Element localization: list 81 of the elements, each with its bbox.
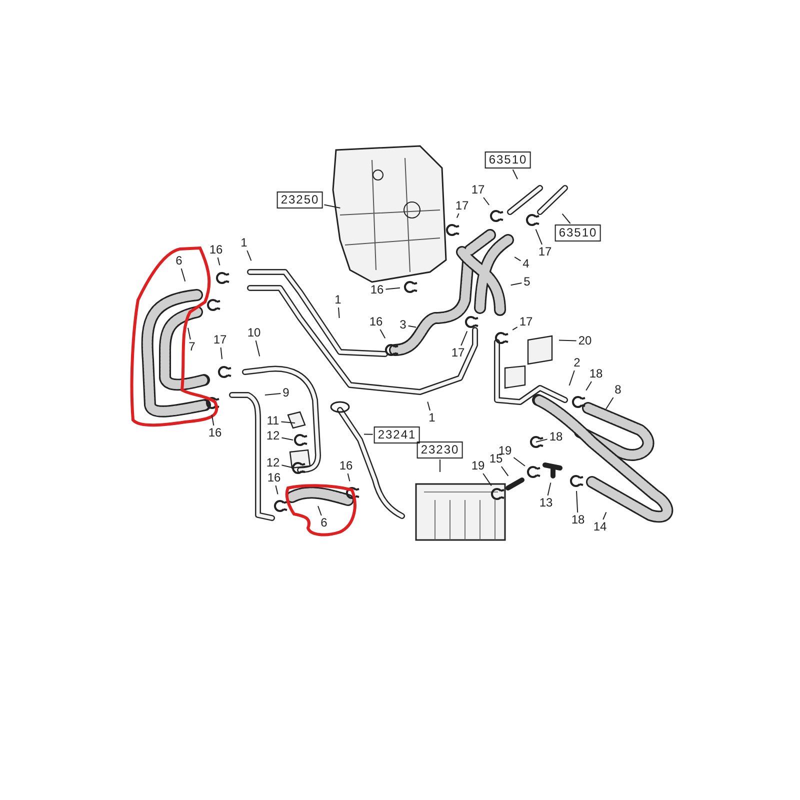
leader-line — [568, 370, 575, 386]
leader-line — [264, 393, 282, 396]
callout-number: 3 — [398, 318, 408, 332]
leader-line — [547, 482, 552, 496]
leader-line — [483, 197, 490, 206]
leader-line — [246, 250, 252, 262]
callout-number: 17 — [537, 246, 553, 258]
leader-line — [535, 228, 542, 245]
callout-number: 18 — [588, 368, 604, 380]
leader-line — [482, 473, 492, 486]
callout-number: 16 — [369, 284, 385, 296]
callout-number: 14 — [592, 520, 608, 534]
leader-line — [512, 326, 518, 330]
leader-line — [211, 414, 214, 426]
callout-number: 18 — [548, 430, 564, 444]
leader-line — [602, 512, 607, 520]
callout-number: 1 — [428, 412, 436, 424]
leader-line — [456, 213, 460, 218]
leader-line — [281, 464, 294, 468]
callout-number: 17 — [454, 200, 470, 212]
leader-line — [536, 438, 548, 442]
part-number-label: 23230 — [416, 442, 464, 458]
callout-number: 16 — [338, 460, 354, 472]
leader-line — [562, 213, 571, 224]
leader-line — [513, 457, 526, 466]
leader-line — [606, 397, 614, 410]
callout-number: 20 — [577, 334, 593, 348]
leader-line — [512, 169, 518, 180]
part-number-label: 63510 — [554, 224, 602, 242]
callout-number: 6 — [174, 254, 184, 268]
leader-line — [427, 401, 430, 411]
leader-line — [380, 329, 386, 339]
callout-number: 17 — [470, 184, 486, 196]
leader-line — [280, 421, 296, 424]
part-number-label: 23250 — [276, 192, 324, 208]
leader-line — [220, 347, 222, 360]
callout-number: 1 — [240, 236, 248, 250]
callout-number: 10 — [246, 326, 262, 340]
leader-line — [338, 307, 340, 318]
callout-number: 17 — [212, 334, 228, 346]
callout-number: 7 — [188, 340, 196, 354]
leader-line — [180, 268, 186, 282]
callout-number: 16 — [266, 472, 282, 484]
callout-number: 9 — [282, 386, 290, 400]
callout-number: 4 — [522, 258, 530, 270]
leader-line — [347, 473, 350, 482]
leader-line — [586, 381, 592, 391]
leader-line — [514, 256, 522, 262]
leader-line — [318, 506, 322, 516]
callout-number: 19 — [470, 460, 486, 472]
leader-line — [558, 340, 577, 342]
leader-line — [324, 204, 341, 208]
leader-line — [217, 257, 220, 266]
callout-number: 12 — [265, 430, 281, 442]
callout-number: 17 — [518, 316, 534, 328]
callout-number: 16 — [368, 316, 384, 328]
callout-number: 17 — [450, 346, 466, 360]
callout-number: 16 — [207, 426, 223, 440]
leader-line — [275, 485, 278, 495]
callout-number: 13 — [538, 496, 554, 510]
callout-number: 18 — [570, 514, 586, 526]
part-number-label: 23241 — [374, 426, 420, 444]
part-number-label: 63510 — [484, 152, 532, 168]
callout-number: 1 — [334, 294, 342, 306]
leader-line — [576, 490, 578, 513]
callout-number: 8 — [614, 384, 622, 396]
leader-line — [510, 282, 522, 286]
leader-line — [281, 437, 294, 440]
callout-number: 2 — [572, 356, 582, 370]
callout-number: 5 — [522, 276, 532, 288]
leader-line — [460, 330, 468, 346]
leader-line — [385, 287, 400, 290]
leader-line — [188, 327, 191, 340]
leader-line — [500, 466, 509, 476]
callout-number: 11 — [266, 414, 280, 428]
leader-line — [255, 340, 260, 357]
leader-line — [408, 325, 417, 328]
callout-number: 12 — [265, 456, 281, 470]
callout-number: 16 — [208, 244, 224, 256]
leader-line — [364, 434, 374, 435]
callout-number: 6 — [320, 516, 328, 530]
